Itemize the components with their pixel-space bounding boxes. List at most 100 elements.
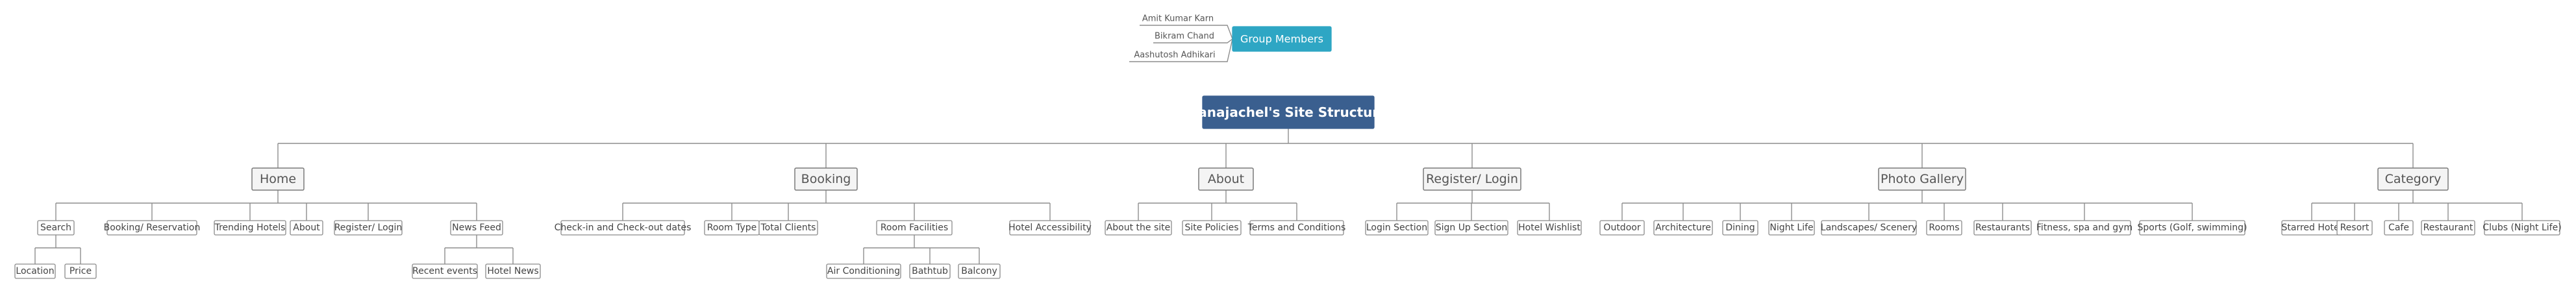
node-air-conditioning[interactable]: Air Conditioning: [826, 263, 901, 279]
node-cafe[interactable]: Cafe: [2384, 220, 2414, 236]
node-dining-box: [1722, 220, 1758, 236]
node-room-facilities-label: Room Facilities: [881, 223, 948, 233]
node-balcony-label: Balcony: [961, 266, 997, 276]
category-about-box: [1198, 167, 1254, 191]
node-news-feed[interactable]: News Feed: [450, 220, 503, 236]
node-sports-golf-swimming[interactable]: Sports (Golf, swimming): [2138, 220, 2247, 236]
node-landscapes-scenery[interactable]: Landscapes/ Scenery: [1821, 220, 1917, 236]
node-night-life[interactable]: Night Life: [1768, 220, 1815, 236]
node-trending-hotels-box: [214, 220, 286, 236]
node-register-login[interactable]: Register/ Login: [334, 220, 403, 236]
group-members-node[interactable]: Group Members: [1232, 26, 1332, 52]
node-location[interactable]: Location: [14, 263, 56, 279]
node-hotel-news-box: [485, 263, 541, 279]
node-location-label: Location: [16, 266, 54, 276]
category-photo-gallery-label: Photo Gallery: [1881, 172, 1964, 186]
group-members-node-box: [1232, 26, 1332, 52]
node-total-clients[interactable]: Total Clients: [758, 220, 818, 236]
node-recent-events[interactable]: Recent events: [412, 263, 478, 279]
node-restaurants[interactable]: Restaurants: [1973, 220, 2032, 236]
category-register-login[interactable]: Register/ Login: [1423, 167, 1521, 191]
root-node-label: Panajachel's Site Structure: [1189, 104, 1388, 120]
category-about[interactable]: About: [1198, 167, 1254, 191]
node-search[interactable]: Search: [37, 220, 75, 236]
node-terms-and-conditions-box: [1249, 220, 1344, 236]
connector-lines: [34, 25, 2523, 264]
node-room-type[interactable]: Room Type: [704, 220, 760, 236]
node-booking-reservation[interactable]: Booking/ Reservation: [104, 220, 201, 236]
node-restaurant[interactable]: Restaurant: [2421, 220, 2475, 236]
node-bathtub-box: [909, 263, 951, 279]
node-site-policies-box: [1182, 220, 1242, 236]
node-sign-up-section[interactable]: Sign Up Section: [1434, 220, 1508, 236]
node-recent-events-label: Recent events: [412, 266, 477, 276]
node-rooms[interactable]: Rooms: [1926, 220, 1962, 236]
node-recent-events-box: [412, 263, 478, 279]
node-total-clients-box: [758, 220, 818, 236]
node-sign-up-section-box: [1434, 220, 1508, 236]
root-node-box: [1202, 95, 1375, 129]
category-about-label: About: [1208, 172, 1244, 186]
node-hotel-wishlist[interactable]: Hotel Wishlist: [1517, 220, 1582, 236]
node-about-box: [290, 220, 323, 236]
node-terms-and-conditions[interactable]: Terms and Conditions: [1247, 220, 1346, 236]
node-room-facilities[interactable]: Room Facilities: [876, 220, 953, 236]
node-search-label: Search: [40, 223, 71, 233]
category-category-label: Category: [2385, 172, 2442, 186]
node-outdoor-label: Outdoor: [1603, 223, 1640, 233]
category-booking[interactable]: Booking: [794, 167, 858, 191]
node-dining[interactable]: Dining: [1722, 220, 1758, 236]
group-member-connector: [1220, 38, 1233, 62]
node-hotel-wishlist-box: [1517, 220, 1582, 236]
node-price-box: [64, 263, 97, 279]
node-architecture[interactable]: Architecture: [1653, 220, 1713, 236]
node-restaurants-label: Restaurants: [1975, 223, 2030, 233]
node-balcony-box: [958, 263, 1001, 279]
node-check-in-and-check-out-dates[interactable]: Check-in and Check-out dates: [555, 220, 692, 236]
node-trending-hotels-label: Trending Hotels: [214, 223, 286, 233]
node-restaurants-box: [1973, 220, 2032, 236]
node-hotel-accessibility[interactable]: Hotel Accessibility: [1008, 220, 1092, 236]
node-air-conditioning-box: [826, 263, 901, 279]
category-category[interactable]: Category: [2377, 167, 2449, 191]
node-hotel-news-label: Hotel News: [487, 266, 538, 276]
node-starred-hotel[interactable]: Starred Hotel: [2281, 220, 2342, 236]
node-fitness-spa-and-gym[interactable]: Fitness, spa and gym: [2036, 220, 2132, 236]
node-about[interactable]: About: [290, 220, 323, 236]
node-booking-reservation-label: Booking/ Reservation: [104, 223, 201, 233]
group-member-label: Aashutosh Adhikari: [1134, 51, 1215, 60]
node-hotel-news[interactable]: Hotel News: [485, 263, 541, 279]
node-trending-hotels[interactable]: Trending Hotels: [214, 220, 286, 236]
node-landscapes-scenery-label: Landscapes/ Scenery: [1821, 223, 1917, 233]
node-price[interactable]: Price: [64, 263, 97, 279]
node-check-in-and-check-out-dates-box: [560, 220, 685, 236]
node-outdoor[interactable]: Outdoor: [1599, 220, 1645, 236]
category-home[interactable]: Home: [251, 167, 305, 191]
node-restaurant-box: [2421, 220, 2475, 236]
category-home-box: [251, 167, 305, 191]
node-air-conditioning-label: Air Conditioning: [827, 266, 900, 276]
node-starred-hotel-label: Starred Hotel: [2282, 223, 2342, 233]
node-balcony[interactable]: Balcony: [958, 263, 1001, 279]
node-hotel-accessibility-box: [1009, 220, 1091, 236]
node-rooms-label: Rooms: [1929, 223, 1959, 233]
node-news-feed-box: [450, 220, 503, 236]
node-about-the-site[interactable]: About the site: [1105, 220, 1172, 236]
node-cafe-label: Cafe: [2388, 223, 2409, 233]
group-member-label: Bikram Chand: [1155, 32, 1214, 42]
node-clubs-night-life[interactable]: Clubs (Night Life): [2482, 220, 2562, 236]
node-bathtub-label: Bathtub: [912, 266, 948, 276]
node-fitness-spa-and-gym-box: [2038, 220, 2131, 236]
node-login-section[interactable]: Login Section: [1365, 220, 1429, 236]
node-site-policies[interactable]: Site Policies: [1182, 220, 1242, 236]
category-booking-box: [794, 167, 858, 191]
category-photo-gallery[interactable]: Photo Gallery: [1878, 167, 1966, 191]
node-bathtub[interactable]: Bathtub: [909, 263, 951, 279]
node-sports-golf-swimming-label: Sports (Golf, swimming): [2138, 223, 2247, 233]
node-architecture-box: [1653, 220, 1713, 236]
category-register-login-label: Register/ Login: [1426, 172, 1518, 186]
root-node[interactable]: Panajachel's Site Structure: [1189, 95, 1388, 129]
category-photo-gallery-box: [1878, 167, 1966, 191]
node-resort[interactable]: Resort: [2336, 220, 2373, 236]
